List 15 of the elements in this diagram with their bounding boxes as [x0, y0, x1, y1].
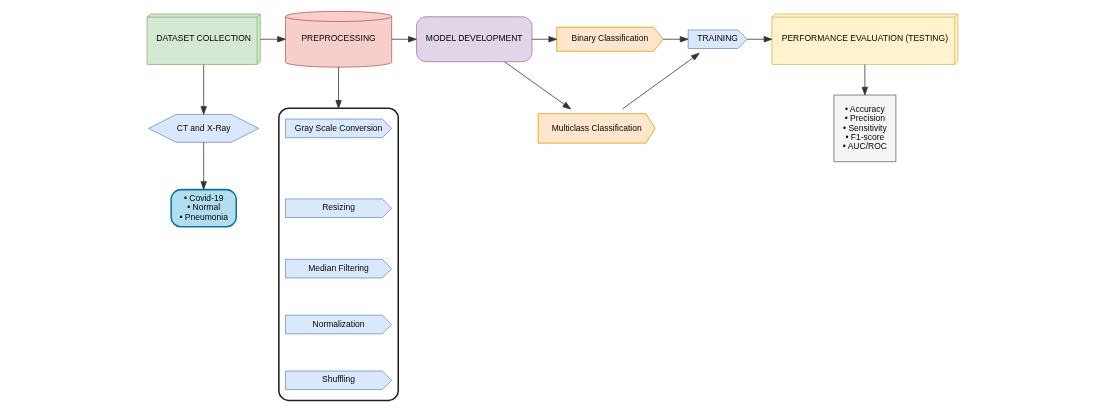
- node-box: • Accuracy • Precision • Sensitivity • F1-score • AUC/ROC: [833, 94, 897, 163]
- cluster: [278, 107, 400, 402]
- arrow: [531, 36, 557, 43]
- arrow: [391, 36, 417, 43]
- arrow: [662, 36, 689, 43]
- node-box: • Covid-19 • Normal • Pneumonia: [170, 188, 237, 228]
- arrow: [200, 142, 207, 190]
- arrow: [746, 36, 773, 43]
- arrow: [200, 64, 207, 115]
- arrow: [622, 52, 700, 110]
- arrow: [504, 61, 571, 110]
- arrow: [259, 36, 286, 43]
- arrow: [861, 64, 868, 96]
- node-box: MODEL DEVELOPMENT: [416, 16, 533, 63]
- arrow: [335, 66, 342, 109]
